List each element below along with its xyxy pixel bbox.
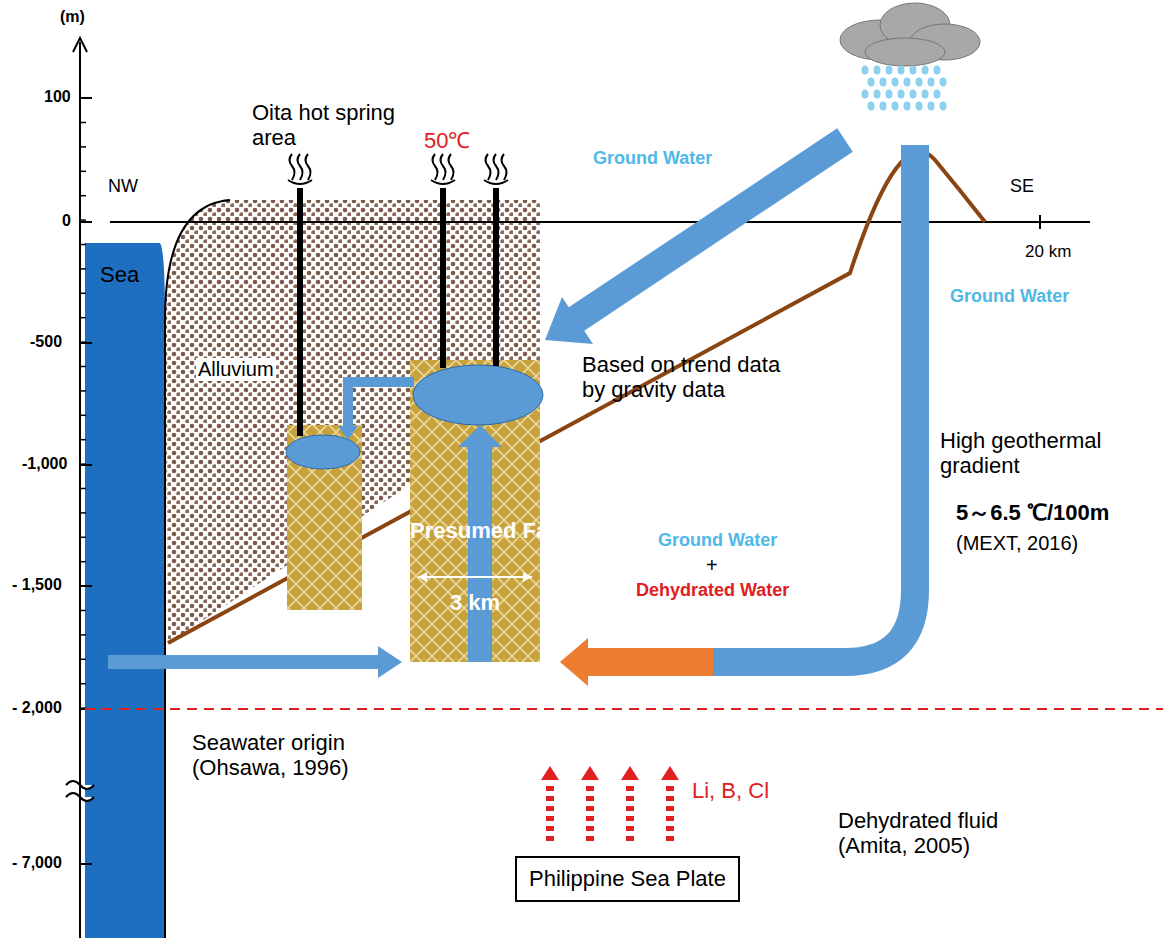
flow-label: Dehydrated Water <box>636 580 789 601</box>
note: Dehydrated fluid (Amita, 2005) <box>838 808 1038 859</box>
axis-value: - 7,000 <box>12 854 62 872</box>
direction: SE <box>1010 176 1034 197</box>
note: Based on trend data by gravity data <box>582 352 797 403</box>
node-text: Philippine Sea Plate <box>529 866 726 892</box>
symbol: + <box>706 554 718 577</box>
axis-value: 0 <box>62 212 71 230</box>
axis-value: - 2,000 <box>12 699 62 717</box>
axis-value: 100 <box>44 88 71 106</box>
flow-label: Ground Water <box>950 286 1069 307</box>
citation: (MEXT, 2016) <box>956 532 1078 555</box>
area-name: Oita hot spring area <box>252 100 402 151</box>
axis-value: - 1,500 <box>12 576 62 594</box>
note: High geothermal gradient <box>940 428 1140 479</box>
small-block <box>287 425 362 610</box>
plate-box: Philippine Sea Plate <box>515 856 740 902</box>
temperature: 50℃ <box>424 128 470 153</box>
axis-value: -500 <box>30 333 62 351</box>
flow-label: Ground Water <box>658 530 777 551</box>
node-text: Presumed Fault <box>410 518 540 544</box>
fault-block: Presumed Fault 3 km <box>410 360 540 662</box>
region-name: Sea <box>100 262 139 287</box>
axis-value: -1,000 <box>22 455 67 473</box>
axis-unit: (m) <box>60 8 85 26</box>
note: Seawater origin (Ohsawa, 1996) <box>192 730 392 781</box>
scale: 20 km <box>1025 242 1071 262</box>
node-text: 3 km <box>410 590 540 616</box>
value: 5～6.5 ℃/100m <box>956 500 1109 525</box>
direction: NW <box>108 176 138 197</box>
element-list: Li, B, Cl <box>692 778 769 803</box>
depth-axis <box>79 42 81 938</box>
region-name: Alluvium <box>196 358 276 381</box>
sea <box>85 243 165 938</box>
flow-label: Ground Water <box>593 148 712 169</box>
